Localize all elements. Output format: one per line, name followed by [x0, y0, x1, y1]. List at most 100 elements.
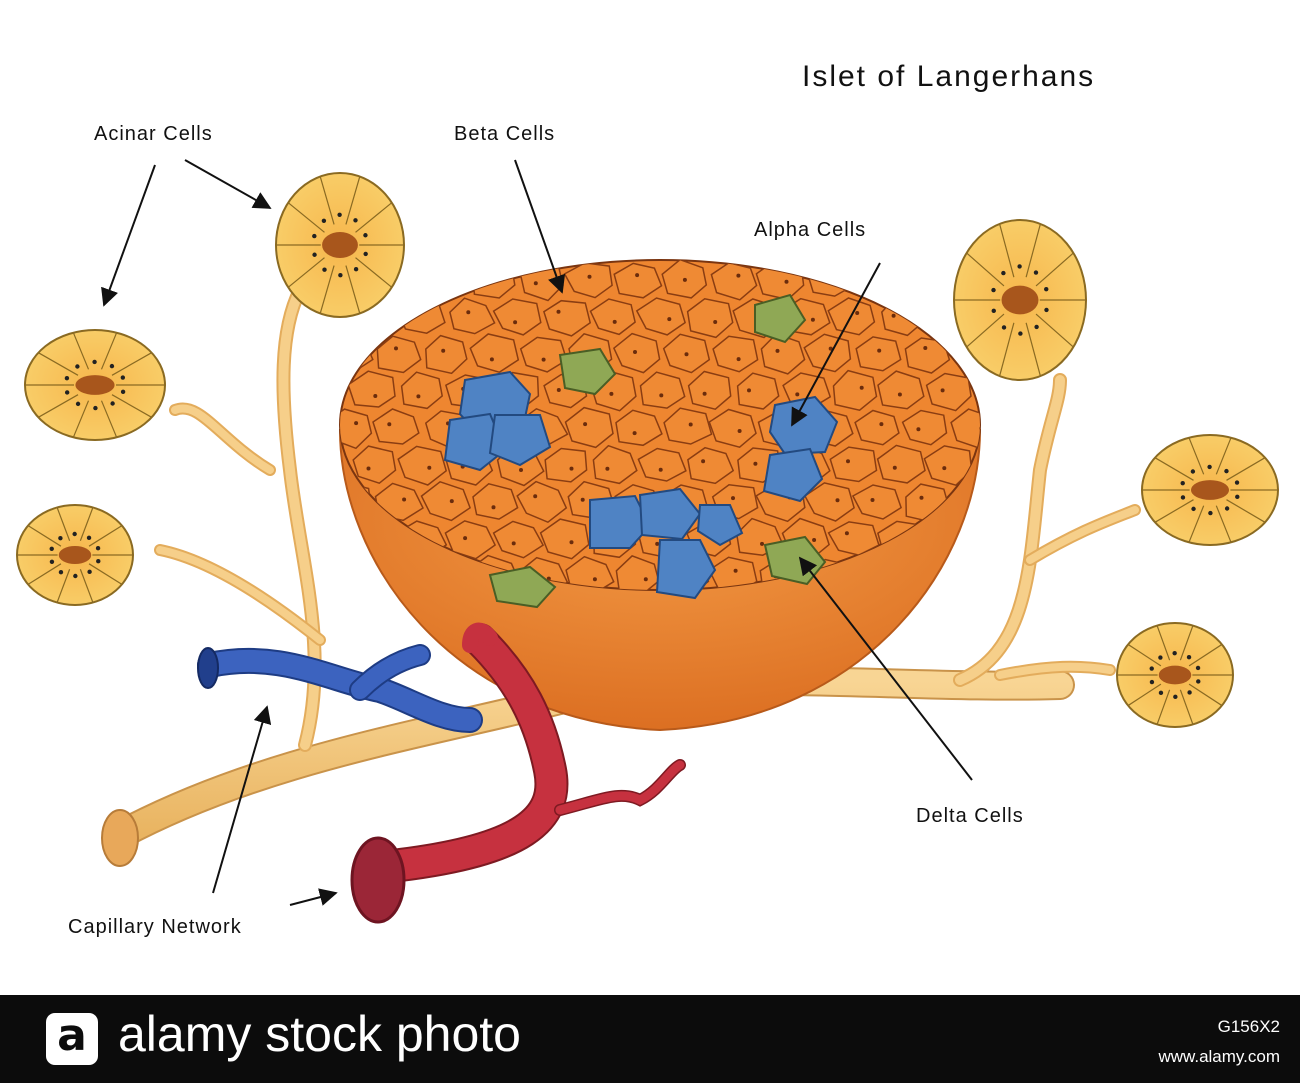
beta-cell — [397, 445, 448, 486]
cell-nucleus — [784, 279, 789, 284]
beta-cell — [829, 446, 878, 483]
beta-cell — [539, 518, 590, 560]
cell-nucleus — [495, 275, 500, 280]
site-url: www.alamy.com — [1158, 1047, 1280, 1066]
beta-cell — [340, 408, 373, 450]
cell-nucleus — [340, 354, 345, 359]
alpha-cells-label: Alpha Cells — [754, 219, 867, 241]
cell-nucleus — [879, 422, 884, 427]
cell-nucleus — [609, 391, 614, 396]
beta-cell — [687, 370, 732, 411]
cell-nucleus — [491, 505, 496, 510]
cell-nucleus — [655, 541, 660, 546]
alpha-cell — [443, 412, 507, 472]
cell-nucleus — [810, 317, 815, 322]
beta-cell — [854, 409, 900, 446]
cell-nucleus — [736, 273, 741, 278]
beta-cell — [519, 336, 568, 373]
beta-cell — [422, 262, 471, 298]
cell-nucleus — [971, 574, 976, 579]
acinar-cluster — [24, 329, 166, 441]
cell-nucleus — [451, 283, 456, 288]
cell-nucleus — [533, 281, 538, 286]
cell-nucleus — [354, 421, 359, 426]
artery — [383, 622, 686, 882]
alpha-cell — [696, 504, 744, 547]
cell-nucleus — [775, 348, 780, 353]
cell-nucleus — [513, 320, 518, 325]
beta-cell — [449, 297, 496, 335]
delta-arrow — [798, 556, 973, 781]
acinar-cluster — [1141, 434, 1279, 546]
beta-cell — [615, 555, 660, 590]
cell-nucleus — [489, 357, 494, 362]
beta-cell — [973, 518, 980, 559]
beta-cell — [923, 445, 973, 487]
cell-nucleus — [713, 320, 718, 324]
cell-nucleus — [441, 348, 446, 353]
alpha-cell — [762, 447, 824, 503]
cell-nucleus — [511, 541, 516, 546]
diagram-title: Islet of Langerhans — [802, 60, 1096, 93]
cell-nucleus — [992, 459, 996, 463]
alpha-cell-cluster — [443, 370, 839, 600]
beta-arrow — [514, 159, 566, 294]
beta-cell — [444, 520, 497, 560]
cell-nucleus — [635, 273, 640, 278]
beta-cell — [736, 372, 780, 410]
watermark-footer: a alamy stock photo G156X2 www.alamy.com — [0, 995, 1300, 1083]
cell-nucleus — [702, 391, 707, 396]
cell-nucleus — [541, 357, 546, 362]
beta-cell — [877, 370, 925, 410]
leader-arrows — [101, 159, 973, 906]
cell-nucleus — [569, 540, 574, 545]
cell-nucleus — [519, 468, 523, 472]
cell-nucleus — [682, 277, 687, 282]
beta-cell — [589, 298, 636, 336]
cell-nucleus — [605, 466, 610, 471]
cell-nucleus — [394, 346, 398, 351]
cell-nucleus — [733, 568, 738, 573]
cell-nucleus — [378, 310, 383, 315]
alpha-cell — [589, 494, 652, 549]
beta-cell — [613, 262, 663, 299]
acinar-arrow-left — [101, 164, 156, 307]
beta-cell — [901, 409, 948, 446]
image-id: G156X2 — [1217, 1017, 1280, 1036]
beta-cell — [340, 555, 374, 590]
cell-nucleus — [612, 319, 617, 324]
beta-cell — [803, 333, 852, 373]
cell-nucleus — [658, 467, 663, 472]
duct-opening — [101, 809, 139, 867]
alpha-cell — [638, 487, 702, 541]
cell-nucleus — [731, 496, 735, 501]
cell-nucleus — [556, 309, 561, 314]
delta-cell — [754, 293, 807, 344]
cell-nucleus — [416, 394, 421, 399]
beta-cell — [565, 555, 615, 590]
cell-nucleus — [556, 388, 561, 392]
cell-nucleus — [632, 431, 637, 436]
beta-cell — [639, 371, 686, 409]
cell-nucleus — [753, 461, 758, 466]
acinar-arrow-right — [184, 159, 272, 209]
cell-nucleus — [998, 386, 1002, 390]
cell-nucleus — [592, 577, 597, 582]
cell-nucleus — [835, 498, 840, 503]
cell-nucleus — [940, 388, 945, 393]
cell-nucleus — [569, 466, 574, 471]
cell-nucleus — [583, 422, 588, 427]
delta-cell-group — [488, 293, 827, 609]
cell-nucleus — [659, 393, 664, 398]
beta-cell — [612, 332, 661, 374]
beta-cell — [975, 444, 980, 484]
beta-cell — [400, 371, 444, 410]
beta-cell — [687, 446, 735, 485]
beta-cell — [851, 484, 903, 520]
beta-cell — [374, 482, 424, 522]
cell-nucleus — [684, 352, 689, 357]
watermark-brand-text: alamy stock photo — [118, 1006, 521, 1062]
capillary-arrow-right — [289, 888, 338, 906]
beta-cell — [949, 555, 980, 590]
